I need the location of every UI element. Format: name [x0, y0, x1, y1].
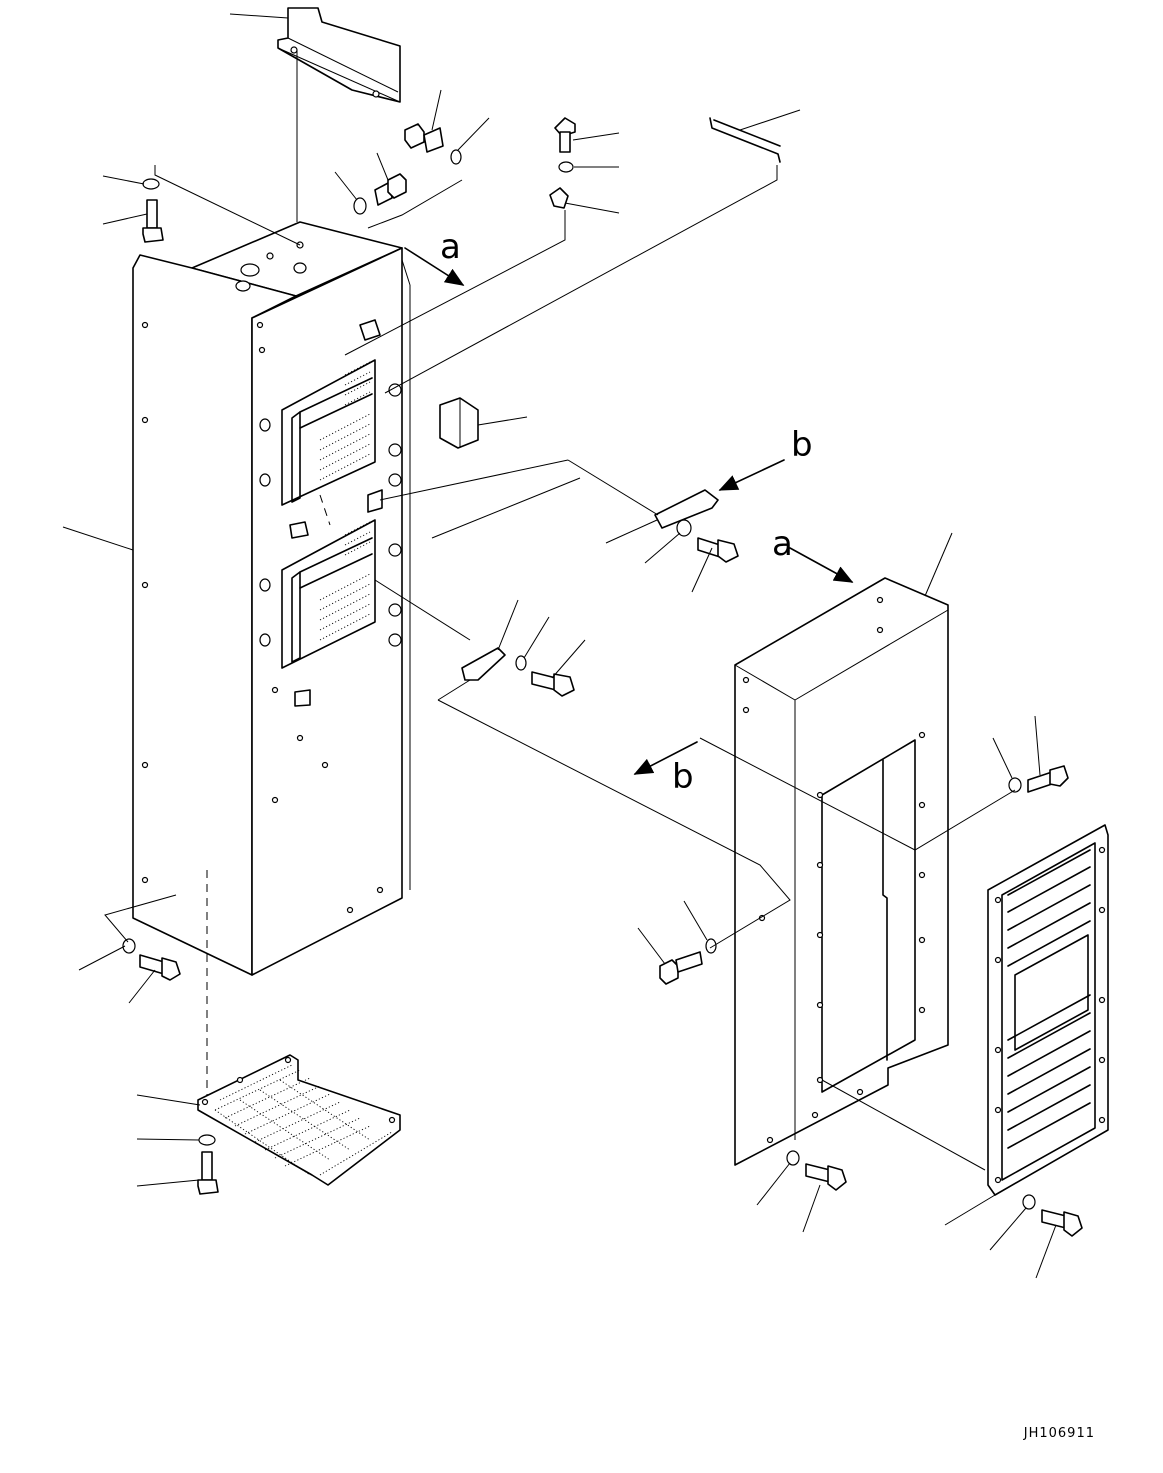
view-label-b-cover: b — [672, 757, 694, 797]
bolt-1 — [404, 123, 444, 153]
washer-8 — [705, 938, 717, 954]
bolt-5 — [531, 671, 575, 697]
bolt-2 — [374, 173, 407, 206]
washer-11 — [786, 1150, 800, 1166]
view-label-a-cover: a — [772, 524, 793, 564]
bolt-11 — [1041, 1209, 1083, 1237]
drawing-code: JH106911 — [1023, 1426, 1095, 1441]
washer-6 — [515, 655, 527, 671]
washer-1 — [450, 149, 462, 165]
washer-9 — [122, 938, 136, 954]
washer-2 — [353, 197, 367, 215]
bracket-upper — [654, 489, 719, 529]
bolt-3 — [142, 199, 164, 243]
fasteners — [122, 117, 1083, 1237]
view-label-b-top: b — [791, 425, 813, 465]
bolt-9 — [197, 1151, 219, 1195]
bolt-10 — [805, 1163, 847, 1191]
front-bosses — [259, 383, 402, 647]
bolt-7 — [659, 951, 703, 985]
view-arrow-a-cover: a — [772, 524, 854, 583]
view-arrow-b-top: b — [718, 425, 813, 491]
washer-7 — [1008, 777, 1022, 793]
view-arrow-a-top: a — [404, 227, 465, 286]
front-cover-panel — [734, 577, 949, 1166]
main-enclosure-box — [132, 221, 411, 976]
louvered-door — [987, 824, 1109, 1196]
bolt-6 — [1027, 765, 1069, 793]
washer-12 — [1022, 1194, 1036, 1210]
top-cover-plate — [277, 7, 401, 103]
l-rod — [709, 117, 781, 163]
assembly-lines — [104, 50, 1016, 1171]
louver-slats — [1007, 849, 1091, 1149]
mushroom-screw — [554, 117, 576, 153]
washer-5 — [676, 519, 692, 537]
bracket-lower — [461, 647, 506, 681]
view-arrow-b-cover: b — [633, 741, 698, 797]
bottom-mesh-tray — [197, 1054, 401, 1186]
washer-10 — [198, 1134, 216, 1146]
washer-4 — [558, 161, 574, 173]
view-label-a-top: a — [440, 227, 461, 267]
rubber-block — [439, 397, 479, 449]
bolt-8 — [139, 954, 181, 981]
leader-lines — [62, 13, 1057, 1279]
washer-3 — [142, 178, 160, 190]
clip-nut — [549, 187, 569, 209]
bolt-4 — [697, 537, 739, 563]
